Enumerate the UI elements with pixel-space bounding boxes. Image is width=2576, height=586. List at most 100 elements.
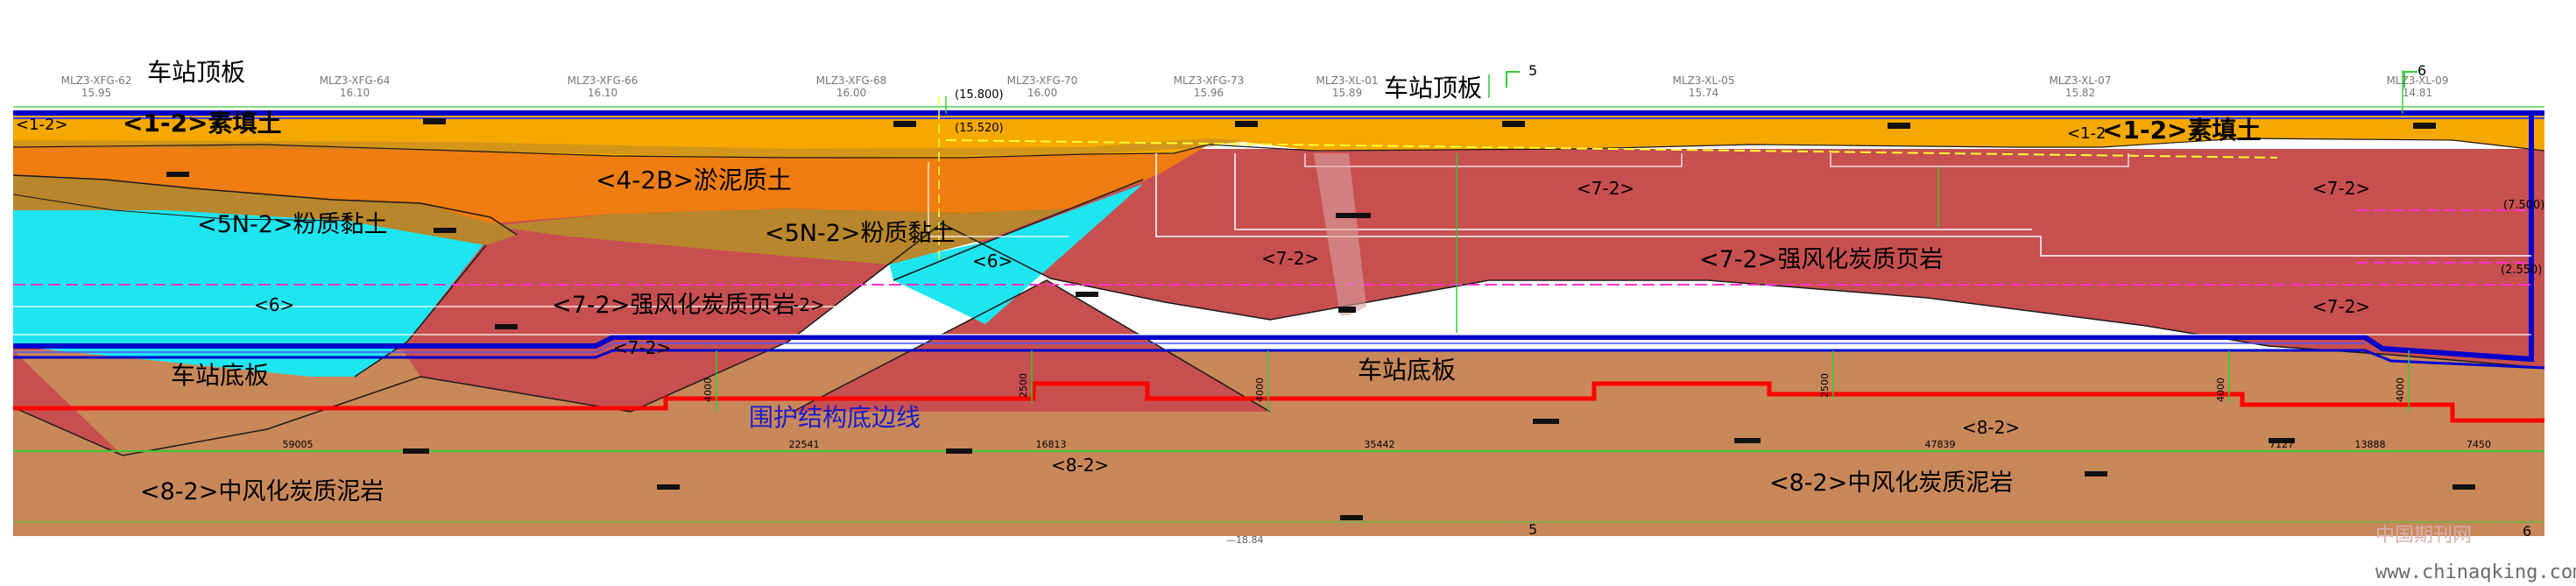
layer-silty-clay-left: [13, 175, 517, 245]
borehole-id: MLZ3-XL-01: [1316, 74, 1379, 87]
borehole-id: MLZ3-XFG-68: [816, 74, 887, 87]
inner-structure-white-7: [928, 162, 1069, 237]
segment-length: 7127: [2269, 439, 2294, 450]
fill-code-right: <1-2: [2067, 124, 2106, 143]
elev-mark-5: —18.84: [1226, 534, 1264, 546]
pile-depth: 4000: [2395, 378, 2406, 402]
pile-depth: 2500: [1819, 373, 1831, 398]
section-number-6-bottom: 6: [2523, 523, 2531, 540]
shale-code-a: <7-2>: [1577, 178, 1634, 199]
pile-depth: 4000: [2215, 378, 2227, 402]
shale-code-d: <7-2>: [2312, 296, 2370, 317]
inner-structure-white: [1155, 153, 2531, 257]
silty-label-mid: <5N-2>粉质黏土: [765, 220, 956, 247]
segment-length: 7450: [2467, 439, 2491, 450]
guide-line-yellow: [945, 139, 2278, 159]
elev-mark-4: (2.550): [2501, 264, 2542, 277]
borehole-markers: [166, 118, 2475, 520]
fill-label-right: <1-2>素填土: [2102, 116, 2262, 145]
borehole-elevation: 15.95: [81, 87, 111, 99]
shale-label-right: <7-2>强风化炭质页岩: [1699, 246, 1943, 273]
watermark-url: www.chinaqking.com: [2375, 561, 2576, 583]
station-bottom-slab: [13, 112, 2534, 363]
mudstone-code-b: <8-2>: [1962, 417, 2020, 438]
segment-length: 35442: [1365, 439, 1395, 450]
roof-label-mid: 车站顶板: [1384, 74, 1482, 102]
retaining-base-line: [13, 381, 2544, 423]
segment-length: 13888: [2355, 439, 2386, 450]
borehole-id: MLZ3-XFG-73: [1174, 74, 1245, 87]
pile-depth-labels: 4000 2500 4000 2500 4000 4000: [702, 373, 2406, 402]
boundary-line-3: [893, 179, 1144, 281]
muddy-label: <4-2B>淤泥质土: [596, 166, 792, 194]
segment-length: 16813: [1036, 439, 1067, 450]
borehole-id: MLZ3-XFG-64: [320, 74, 391, 87]
borehole-elevation: 16.10: [588, 87, 618, 99]
pile-depth: 4000: [1254, 378, 1266, 402]
borehole-labels: MLZ3-XFG-6215.95MLZ3-XFG-6416.10MLZ3-XFG…: [61, 74, 2449, 99]
boundary-line-2: [354, 244, 487, 378]
borehole-id: MLZ3-XFG-66: [568, 74, 639, 87]
floor-label-mid: 车站底板: [1358, 356, 1456, 385]
borehole-id: MLZ3-XFG-70: [1007, 74, 1078, 87]
station-bottom-slab-3: [13, 342, 2365, 353]
segment-length: 59005: [283, 439, 314, 450]
boundary-line-5: [792, 279, 1271, 413]
layer-silty-clay-mid: [490, 180, 1143, 265]
borehole-elevation: 14.81: [2403, 87, 2432, 99]
elev-mark-1: (15.800): [955, 88, 1004, 102]
mudstone-label-left: <8-2>中风化炭质泥岩: [140, 478, 384, 505]
elev-mark-2: (15.520): [955, 122, 1004, 135]
mudstone-label-right: <8-2>中风化炭质泥岩: [1769, 470, 2013, 497]
boundary-line-6: [12, 138, 2545, 159]
shale-code-b: <7-2>: [2312, 178, 2370, 199]
section-number-5-bottom: 5: [1528, 521, 1537, 538]
sand-label-mid: <6>: [972, 251, 1013, 272]
borehole-id: MLZ3-XFG-62: [61, 74, 132, 87]
layer-fill-boundary: [13, 138, 1244, 158]
borehole-elevation: 15.82: [2065, 87, 2095, 99]
borehole-elevation: 16.10: [340, 87, 370, 99]
layer-sand-mid: [889, 184, 1143, 324]
shale-code-e: <7-2>: [613, 337, 671, 358]
elev-mark-3: (7.500): [2503, 199, 2544, 212]
borehole-id: MLZ3-XL-05: [1673, 74, 1735, 87]
sand-label-left: <6>: [254, 294, 294, 315]
fill-code-left: <1-2>: [16, 116, 68, 134]
station-outline-top: [13, 110, 2544, 116]
borehole-id: MLZ3-XL-09: [2387, 74, 2449, 87]
segment-length: 47839: [1925, 439, 1956, 450]
section-mark-6-top: [2403, 71, 2417, 88]
segment-length-labels: 59005 22541 16813 35442 47839 7127 13888 7450: [283, 439, 2492, 450]
borehole-elevation: 15.96: [1194, 87, 1224, 99]
inner-structure-white-2: [1234, 153, 2032, 230]
shale-label-left: <7-2>强风化炭质页岩: [552, 292, 795, 319]
pile-depth: 2500: [1018, 373, 1029, 398]
boundary-line-4: [12, 222, 2545, 456]
floor-label-left: 车站底板: [171, 361, 269, 390]
roof-label-left: 车站顶板: [147, 58, 245, 87]
section-mark-5-top: [1506, 71, 1520, 88]
silty-label-left: <5N-2>粉质黏土: [197, 211, 388, 238]
borehole-elevation: 15.89: [1332, 87, 1362, 99]
borehole-elevation: 15.74: [1689, 87, 1719, 99]
pile-depth: 4000: [702, 378, 714, 402]
borehole-id: MLZ3-XL-07: [2050, 74, 2112, 87]
station-outline-top-inner: [13, 117, 2544, 119]
shale-code-c: <7-2>: [1261, 248, 1319, 269]
segment-length: 22541: [789, 439, 820, 450]
section-number-5-top: 5: [1528, 62, 1537, 79]
inner-structure-white-4: [1830, 153, 2129, 167]
borehole-elevation: 16.00: [1027, 87, 1057, 99]
boundary-line-1: [12, 174, 518, 236]
layer-shale-peak: [793, 280, 1270, 412]
layer-muddy-soil: [13, 145, 1209, 223]
station-bottom-slab-2: [13, 349, 2545, 370]
borehole-elevation: 16.00: [836, 87, 866, 99]
mudstone-code-a: <8-2>: [1051, 455, 1109, 476]
pile-markers: [716, 70, 2410, 412]
shale-label-left-suffix: -2>: [793, 294, 825, 315]
section-number-6-top: 6: [2417, 62, 2426, 79]
retaining-line-label: 围护结构底边线: [749, 403, 921, 432]
